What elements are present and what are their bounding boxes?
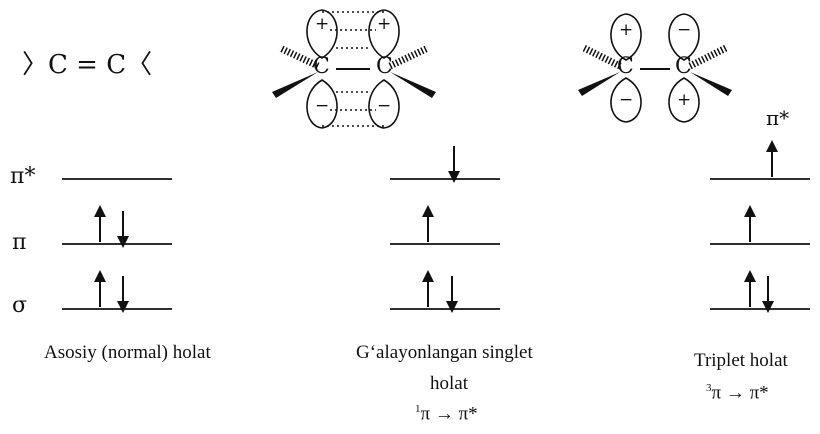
hash-right-top: [388, 44, 430, 70]
lobe-bottom-right: [368, 79, 400, 129]
energy-levels: [62, 178, 810, 310]
antibonding-pi-orbital: [578, 13, 732, 123]
sign-top-right-2: −: [677, 20, 692, 40]
wedge-left-bottom: [272, 72, 318, 98]
singlet-multiplicity: 1: [415, 403, 421, 415]
level-label-pi: π: [12, 230, 27, 255]
triplet-multiplicity: 3: [706, 382, 712, 394]
sign-top-left-2: +: [619, 20, 634, 40]
state-name-triplet: Triplet holat: [694, 350, 788, 371]
atom-c-2b: C: [675, 54, 692, 79]
hash-right-top-2: [688, 44, 728, 70]
lobe-lower-right: [668, 77, 700, 123]
lobe-top-right: [368, 9, 400, 59]
state-name-normal: Asosiy (normal) holat: [44, 342, 211, 363]
sign-bottom-right-1: −: [377, 96, 392, 116]
singlet-notation: 1π → π*: [415, 403, 478, 425]
electrons: [94, 140, 778, 313]
atom-c-1a: C: [313, 54, 330, 79]
wedge-right-bottom: [390, 72, 436, 98]
lobe-upper-right: [668, 13, 700, 61]
lobe-lower-left: [610, 77, 642, 123]
hash-left-top-2: [582, 44, 622, 70]
lobe-top-left: [306, 9, 338, 59]
sign-bottom-left-1: −: [315, 96, 330, 116]
right-bonds-glyph: 〈: [126, 50, 153, 80]
state-name-singlet-line1: G‘alayonlangan singlet: [356, 342, 533, 363]
wedge-left-bottom-2: [578, 72, 620, 96]
sign-bottom-left-2: −: [619, 90, 634, 110]
atom-c-1b: C: [376, 54, 393, 79]
level-label-sigma: σ: [12, 293, 28, 318]
formula-text: C = C: [48, 50, 127, 80]
level-label-pistar: π*: [10, 164, 36, 189]
triplet-transition: π → π*: [711, 382, 769, 404]
ethylene-formula: 〉C = C〈: [22, 44, 152, 81]
sign-bottom-right-2: +: [677, 90, 692, 110]
atom-c-2a: C: [617, 54, 634, 79]
sign-top-right-1: +: [377, 14, 392, 34]
hash-left-top: [278, 44, 320, 70]
lobe-bottom-left: [306, 79, 338, 129]
bonding-pi-orbital: [272, 9, 436, 129]
left-bonds-glyph: 〉: [22, 50, 49, 80]
triplet-pistar-label: π*: [766, 106, 790, 130]
state-name-singlet-line2: holat: [430, 373, 468, 394]
singlet-transition: π → π*: [420, 403, 478, 425]
lobe-upper-left: [610, 13, 642, 61]
wedge-right-bottom-2: [690, 72, 732, 96]
triplet-notation: 3π → π*: [706, 382, 769, 404]
sign-top-left-1: +: [315, 14, 330, 34]
